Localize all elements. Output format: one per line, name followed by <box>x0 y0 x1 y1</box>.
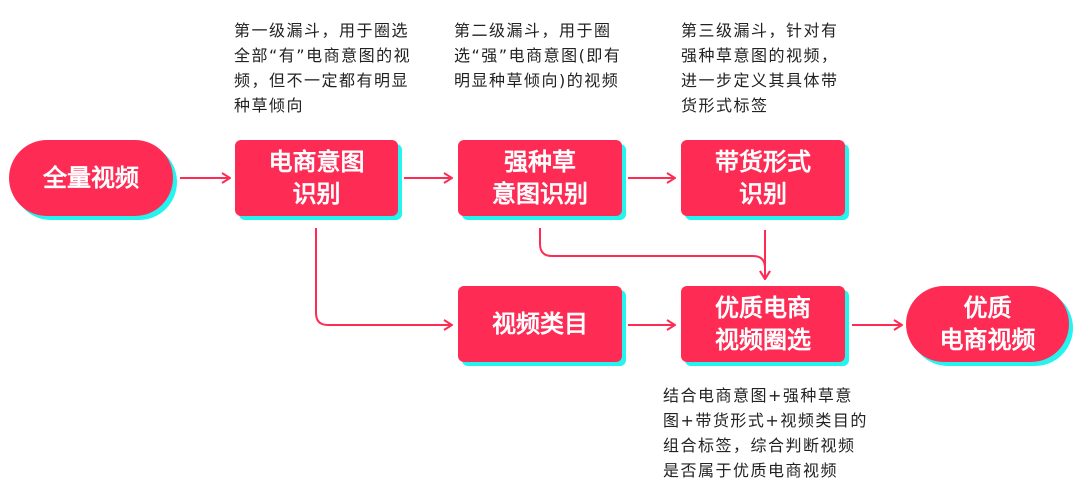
node-video-category: 视频类目 <box>458 286 622 362</box>
note-level1-funnel: 第一级漏斗，用于圈选 全部“有”电商意图的视 频，但不一定都有明显 种草倾向 <box>234 21 412 115</box>
node-all-videos: 全量视频 <box>9 140 173 216</box>
note-level2-funnel: 第二级漏斗，用于圈 选“强”电商意图(即有 明显种草倾向)的视频 <box>454 21 622 90</box>
node-quality-ecom-videos: 优质 电商视频 <box>906 286 1069 362</box>
note-combination-judgement: 结合电商意图+强种草意 图+带货形式+视频类目的 组合标签，综合判断视频 是否属… <box>663 386 868 480</box>
node-strong-seeding-intent: 强种草 意图识别 <box>458 140 622 216</box>
arrow-strong-to-selection <box>539 228 765 279</box>
arrow-ecom-to-category <box>315 228 452 325</box>
node-sales-format-recognition: 带货形式 识别 <box>681 140 845 216</box>
node-quality-video-selection: 优质电商 视频圈选 <box>681 286 845 362</box>
note-level3-funnel: 第三级漏斗，针对有 强种草意图的视频， 进一步定义其具体带 货形式标签 <box>681 21 839 115</box>
node-ecom-intent-recognition: 电商意图 识别 <box>235 140 398 216</box>
